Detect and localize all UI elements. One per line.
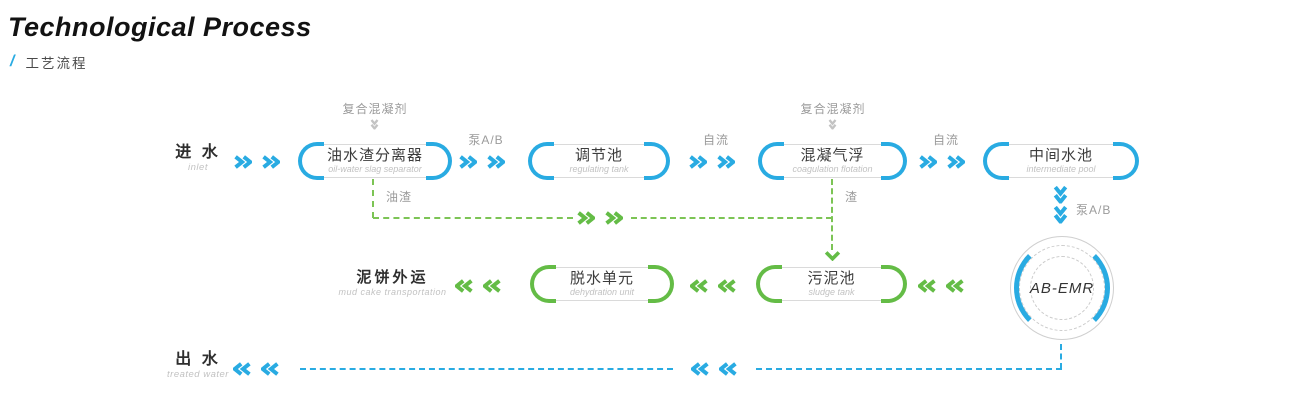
flow-right-icon [233, 155, 280, 169]
node-label-en: sludge tank [808, 287, 855, 297]
slag-line-vertical [831, 179, 833, 250]
node-label-zh: 混凝气浮 [800, 147, 865, 164]
mud-cake-label-en: mud cake transportation [338, 287, 447, 297]
node-label-en: oil-water slag separator [328, 164, 422, 174]
node-label-zh: 调节池 [574, 147, 623, 164]
flow-right-icon [688, 155, 735, 169]
node-sludge-tank: 污泥池 sludge tank [756, 265, 907, 303]
node-intermediate-pool: 中间水池 intermediate pool [983, 142, 1139, 180]
accent-slash: / [10, 53, 15, 70]
pump-ab-label-2: 泵A/B [1076, 203, 1112, 217]
slag-line-horizontal-left [373, 217, 573, 219]
node-coagulation-flotation: 混凝气浮 coagulation flotation [758, 142, 907, 180]
page-title: Technological Process [8, 12, 312, 42]
gravity-flow-label-1: 自流 [702, 133, 729, 147]
gravity-flow-label-2: 自流 [932, 133, 959, 147]
coagulant-label-1: 复合混凝剂 [342, 102, 408, 116]
node-label-en: intermediate pool [1026, 164, 1096, 174]
sludge-flow-left-icon [918, 279, 965, 293]
outlet-label-zh: 出 水 [175, 351, 221, 368]
node-label-zh: 脱水单元 [569, 270, 634, 287]
outlet-label-en: treated water [167, 369, 229, 380]
slag-label: 渣 [845, 190, 859, 204]
node-label-en: regulating tank [569, 164, 629, 174]
mud-cake-label-zh: 泥饼外运 [356, 269, 429, 286]
outlet-label: 出 水 treated water [153, 351, 243, 380]
pump-ab-label-1: 泵A/B [468, 133, 504, 147]
slag-arrow-down-icon [824, 251, 841, 261]
dosing-down-icon [369, 120, 380, 128]
flow-right-icon [918, 155, 965, 169]
node-regulating-tank: 调节池 regulating tank [528, 142, 670, 180]
outlet-flow-left-icon [691, 362, 738, 376]
oil-slag-label: 油渣 [386, 190, 413, 204]
oil-slag-line-vertical [372, 179, 374, 218]
slag-line-horizontal-right [631, 217, 832, 219]
mud-cake-label: 泥饼外运 mud cake transportation [330, 269, 455, 298]
node-label-zh: 污泥池 [807, 270, 856, 287]
node-dehydration-unit: 脱水单元 dehydration unit [530, 265, 674, 303]
page-subtitle: 工艺流程 [25, 56, 88, 71]
inlet-label: 进 水 inlet [153, 144, 243, 173]
sludge-flow-left-icon [690, 279, 737, 293]
slag-flow-right-icon [576, 211, 623, 225]
outlet-line-left [300, 368, 673, 370]
flow-right-icon [458, 155, 505, 169]
dosing-down-icon [827, 120, 838, 128]
sludge-flow-left-icon [455, 279, 502, 293]
node-label-zh: 中间水池 [1028, 147, 1093, 164]
outlet-line-right [756, 368, 1062, 370]
node-label-zh: 油水渣分离器 [326, 147, 423, 164]
reactor-blue-arcs [1014, 240, 1110, 336]
inlet-label-en: inlet [188, 162, 208, 173]
outlet-line-vertical [1060, 344, 1062, 369]
pump-down-icon [1051, 187, 1070, 221]
coagulant-label-2: 复合混凝剂 [800, 102, 866, 116]
reactor-label: AB-EMR [1029, 279, 1095, 297]
node-oil-water-slag-separator: 油水渣分离器 oil-water slag separator [298, 142, 452, 180]
ab-emr-reactor: AB-EMR [1010, 236, 1114, 340]
inlet-label-zh: 进 水 [175, 144, 221, 161]
page-subtitle-row: / 工艺流程 [10, 52, 87, 72]
node-label-en: coagulation flotation [792, 164, 873, 174]
node-label-en: dehydration unit [569, 287, 635, 297]
